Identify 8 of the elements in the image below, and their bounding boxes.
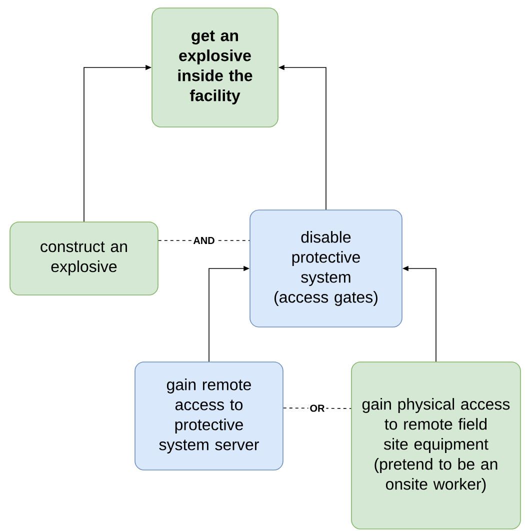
process-box: gain physical access to remote field site equipment (pretend to be an onsite worker) [351, 362, 521, 530]
edge-label: AND [192, 236, 216, 246]
process-box: construct an explosive [10, 222, 158, 296]
connector [283, 408, 352, 409]
process-box: disable protective system (access gates) [250, 210, 402, 328]
process-box: gain remote access to protective system server [134, 362, 284, 470]
edge-label: OR [308, 403, 326, 414]
process-box: get an explosive inside the facility [152, 8, 278, 128]
